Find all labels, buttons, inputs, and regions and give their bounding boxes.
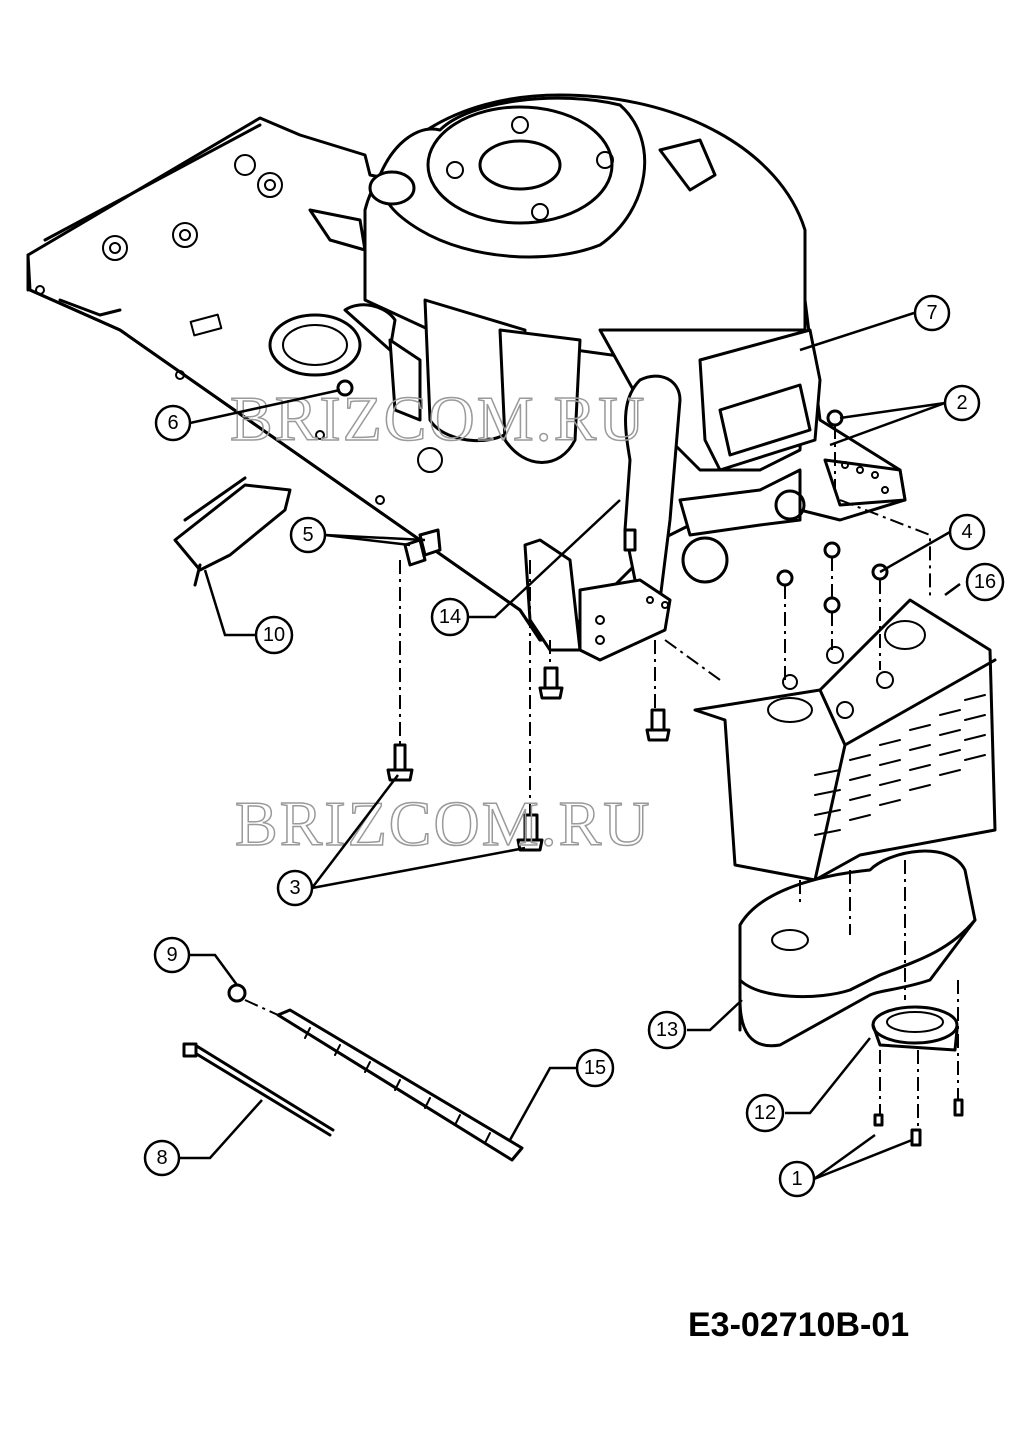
callout-6: 6 — [154, 404, 192, 442]
callout-13: 13 — [647, 1010, 687, 1050]
callout-16: 16 — [965, 562, 1005, 602]
callout-7: 7 — [913, 294, 951, 332]
assembly-lines — [244, 425, 959, 1130]
callout-3: 3 — [276, 869, 314, 907]
svg-text:9: 9 — [166, 944, 177, 966]
svg-text:15: 15 — [584, 1057, 606, 1079]
svg-text:13: 13 — [656, 1019, 678, 1041]
bracket-14 — [523, 458, 907, 662]
callout-12: 12 — [745, 1093, 785, 1133]
engine — [268, 93, 807, 472]
leader-lines — [180, 311, 961, 1181]
exhaust-assembly — [623, 328, 822, 607]
callout-2: 2 — [943, 384, 981, 422]
fasteners — [227, 379, 964, 1147]
callout-15: 15 — [575, 1048, 615, 1088]
svg-text:10: 10 — [263, 624, 285, 646]
clip-10 — [173, 476, 292, 587]
rod-15 — [276, 1008, 524, 1162]
cooling-slots — [814, 694, 986, 836]
drawing-number: E3-02710B-01 — [688, 1306, 910, 1344]
callout-5: 5 — [289, 516, 327, 554]
callout-1: 1 — [778, 1160, 816, 1198]
svg-text:5: 5 — [302, 524, 313, 546]
svg-text:6: 6 — [167, 412, 178, 434]
muffler-guard — [693, 598, 997, 882]
svg-text:16: 16 — [974, 571, 996, 593]
svg-text:1: 1 — [791, 1168, 802, 1190]
svg-text:2: 2 — [956, 392, 967, 414]
svg-text:8: 8 — [156, 1147, 167, 1169]
cable-tie-8 — [182, 1042, 335, 1137]
flange-12 — [871, 1005, 959, 1052]
watermark-top: BRIZCOM.RU — [230, 383, 647, 454]
svg-text:14: 14 — [439, 606, 461, 628]
callout-14: 14 — [430, 597, 470, 637]
callout-4: 4 — [948, 513, 986, 551]
svg-text:12: 12 — [754, 1102, 776, 1124]
watermark-middle: BRIZCOM.RU — [235, 788, 652, 859]
svg-text:7: 7 — [926, 302, 937, 324]
callout-8: 8 — [143, 1139, 181, 1177]
muffler-13 — [738, 849, 977, 1048]
svg-text:4: 4 — [961, 521, 972, 543]
svg-text:3: 3 — [289, 877, 300, 899]
callout-10: 10 — [254, 615, 294, 655]
callout-9: 9 — [153, 936, 191, 974]
